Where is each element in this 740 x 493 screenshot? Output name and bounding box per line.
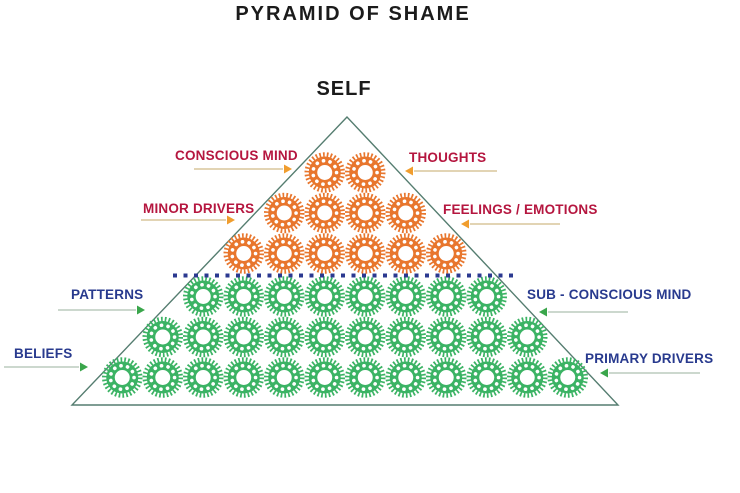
gear-icon: [385, 357, 426, 398]
gear-icon: [345, 233, 386, 274]
thoughts-arrow: [405, 166, 497, 176]
gear-icon: [223, 357, 264, 398]
gear-icon: [183, 357, 224, 398]
conscious-mind-arrow: [194, 164, 292, 174]
label-beliefs: BELIEFS: [14, 346, 73, 361]
gear-icon: [385, 233, 426, 274]
gear-icon: [304, 316, 345, 358]
gear-icon: [345, 316, 386, 358]
gear-icon: [466, 357, 507, 398]
sub-conscious-mind-arrow: [539, 307, 628, 317]
gear-icon: [426, 276, 467, 317]
gear-icon: [304, 276, 345, 317]
label-sub-conscious-mind: SUB - CONSCIOUS MIND: [527, 287, 692, 302]
label-conscious-mind: CONSCIOUS MIND: [175, 148, 298, 163]
gear-icon: [345, 276, 386, 317]
gear-icon: [304, 357, 345, 398]
gear-icon: [385, 192, 426, 234]
label-feelings-emotions: FEELINGS / EMOTIONS: [443, 202, 598, 217]
gear-icon: [223, 316, 264, 358]
patterns-arrow: [58, 305, 145, 315]
minor-drivers-arrow: [141, 215, 235, 225]
pyramid-outline: [70, 115, 620, 406]
gear-icon: [466, 276, 507, 317]
beliefs-arrow: [4, 362, 88, 372]
gear-icon: [304, 233, 345, 274]
gear-icon: [264, 316, 305, 358]
gear-icon: [304, 152, 345, 193]
gear-icon: [183, 276, 224, 317]
primary-drivers-arrow: [600, 368, 700, 378]
gear-icon: [345, 152, 386, 193]
gear-icon: [142, 357, 183, 398]
label-thoughts: THOUGHTS: [409, 150, 487, 165]
apex-label-self: SELF: [316, 78, 372, 100]
gear-icon: [345, 192, 386, 234]
gear-icon: [547, 357, 588, 398]
gear-icon: [223, 276, 264, 317]
gear-icon: [102, 357, 143, 398]
gear-icon: [507, 357, 548, 398]
gear-icon: [466, 316, 507, 358]
gear-icon: [304, 192, 345, 234]
gear-icon: [385, 276, 426, 317]
feelings-emotions-arrow: [461, 219, 560, 229]
gear-icon: [426, 357, 467, 398]
gear-icon: [345, 357, 386, 398]
gear-icon: [142, 316, 183, 358]
gear-icon: [183, 316, 224, 358]
label-minor-drivers: MINOR DRIVERS: [143, 201, 255, 216]
gear-icon: [507, 316, 548, 358]
gear-icon: [223, 233, 264, 274]
gear-icon: [264, 357, 305, 398]
label-patterns: PATTERNS: [71, 287, 144, 302]
label-primary-drivers: PRIMARY DRIVERS: [585, 351, 714, 366]
gear-icon: [264, 276, 305, 317]
gear-icon: [264, 192, 305, 234]
gear-icon: [385, 316, 426, 358]
diagram-title: PYRAMID OF SHAME: [235, 3, 471, 25]
gear-icon: [426, 316, 467, 358]
gear-icon: [264, 233, 305, 274]
gear-icon: [426, 233, 467, 274]
